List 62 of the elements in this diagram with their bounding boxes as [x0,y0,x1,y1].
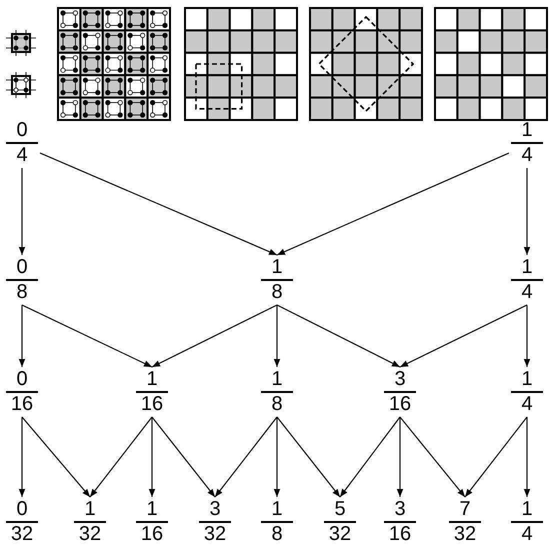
arrow [18,417,26,497]
arrow [274,417,280,497]
denominator: 16 [388,394,412,415]
numerator: 1 [521,257,533,278]
numerator: 0 [16,120,28,141]
denominator: 32 [328,524,352,545]
denominator: 16 [140,394,164,415]
arrow [148,417,156,497]
denominator: 4 [521,145,533,166]
arrow [274,305,280,367]
arrow [524,168,530,255]
numerator: 3 [209,499,221,520]
arrow [276,416,340,498]
numerator: 1 [271,369,283,390]
denominator: 8 [271,524,283,545]
numerator: 1 [521,120,533,141]
denominator: 16 [140,524,164,545]
numerator: 0 [16,499,28,520]
numerator: 1 [146,369,158,390]
numerator: 1 [84,499,96,520]
numerator: 0 [16,257,28,278]
arrow [400,416,466,498]
arrow [396,417,404,497]
arrow [214,416,278,498]
denominator: 16 [10,394,34,415]
denominator: 16 [388,524,412,545]
arrow [40,152,278,256]
numerator: 1 [271,499,283,520]
numerator: 5 [334,499,346,520]
arrow [90,416,152,498]
arrow [276,152,510,256]
numerator: 1 [521,369,533,390]
denominator: 4 [521,394,533,415]
arrow [464,416,528,498]
denominator: 32 [454,524,476,545]
denominator: 4 [521,524,533,545]
numerator: 3 [394,499,406,520]
denominator: 8 [271,394,283,415]
denominator: 8 [271,282,283,303]
numerator: 1 [521,499,533,520]
arrow [18,168,26,255]
denominator: 32 [204,524,226,545]
denominator: 4 [521,282,533,303]
arrow [524,417,530,497]
numerator: 3 [394,369,406,390]
numerator: 0 [16,369,28,390]
arrow [152,304,278,368]
arrow [152,416,216,498]
numerator: 1 [271,257,283,278]
numerator: 7 [459,499,471,520]
arrow [18,305,26,367]
denominator: 32 [10,524,34,545]
arrow [400,304,528,368]
arrow [524,305,530,367]
denominator: 4 [16,145,28,166]
arrow [22,304,152,368]
arrow [276,304,400,368]
numerator: 1 [146,499,158,520]
arrow [340,416,400,498]
denominator: 8 [16,282,28,303]
arrow [22,416,90,498]
denominator: 32 [78,524,102,545]
